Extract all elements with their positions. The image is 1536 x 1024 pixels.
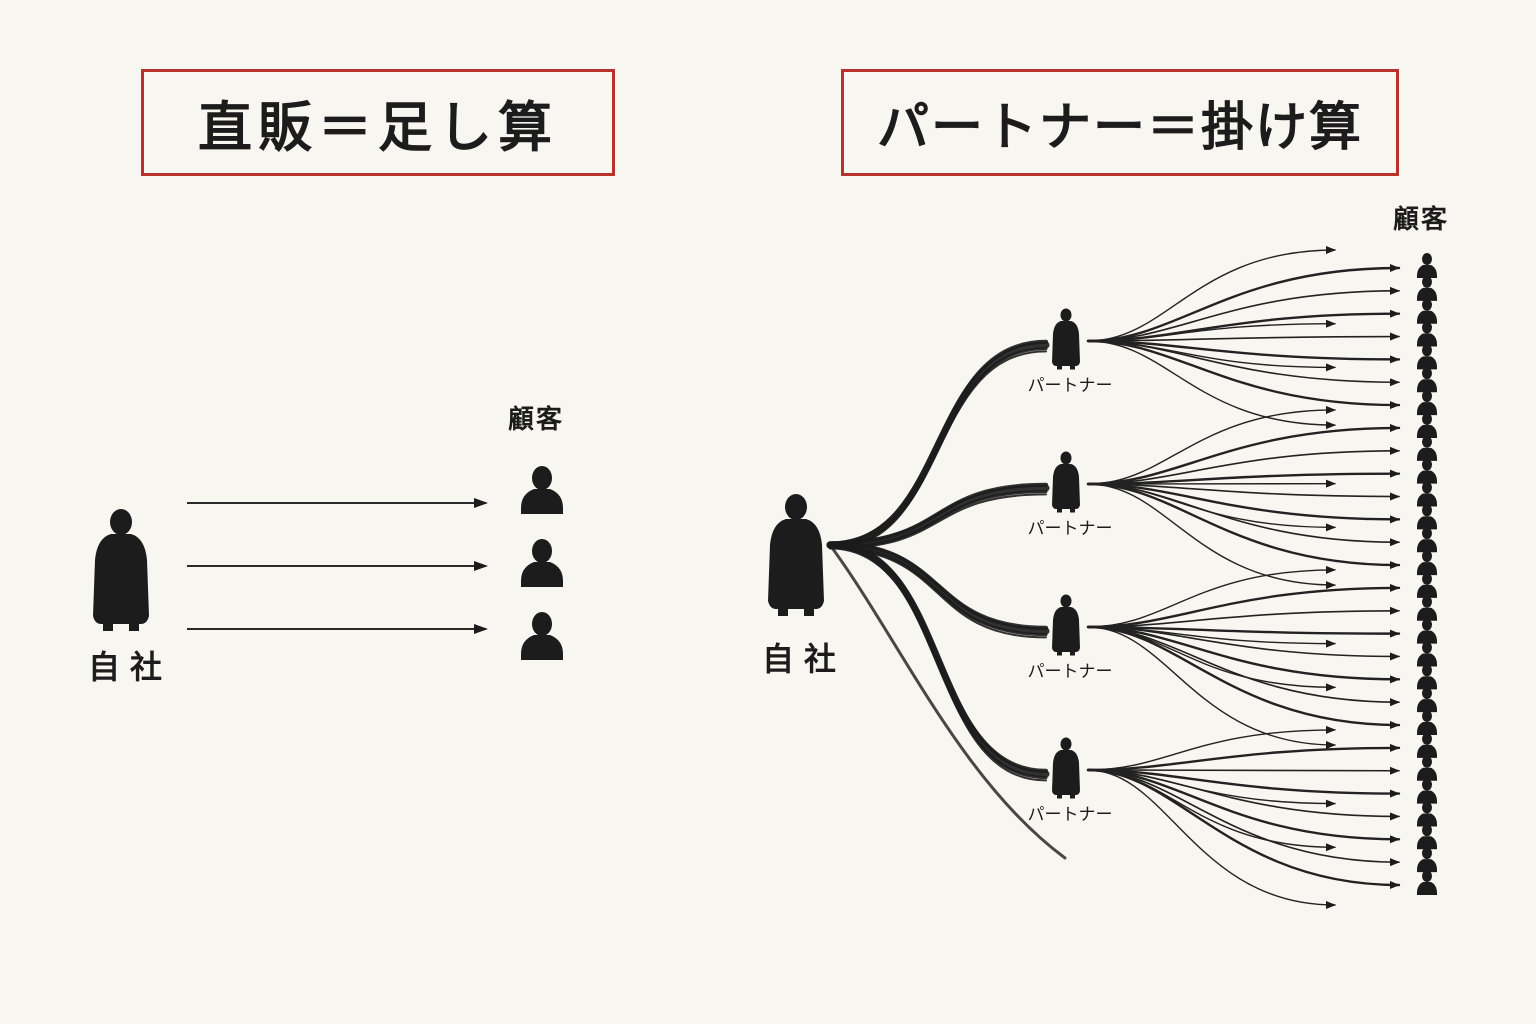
customer-figure-right — [1417, 687, 1437, 713]
customer-figure-right — [1417, 367, 1437, 393]
customer-figure-right — [1417, 527, 1437, 553]
customer-branch-arrow — [1087, 246, 1336, 342]
own-company-figure-left — [93, 509, 149, 631]
customer-figure-right — [1417, 732, 1437, 758]
partner-figure — [1052, 737, 1080, 799]
customer-branch-arrow — [1086, 339, 1401, 364]
customer-figure-left — [521, 612, 563, 660]
customer-branch-arrow — [1087, 769, 1336, 909]
customer-branch-arrow — [1086, 625, 1401, 684]
partner-figure — [1052, 451, 1080, 513]
partner-label: パートナー — [1028, 376, 1113, 396]
customer-branch-arrow — [1086, 768, 1401, 844]
customer-branch-arrow — [1086, 625, 1401, 730]
customer-branch-arrow — [1087, 626, 1336, 648]
customer-branch-arrow — [1087, 725, 1336, 771]
partner-label: パートナー — [1028, 519, 1113, 539]
customer-figure-right — [1417, 550, 1437, 576]
partner-label: パートナー — [1028, 805, 1113, 825]
customer-figure-right — [1417, 778, 1437, 804]
title-partner-sales: パートナー＝掛け算 — [841, 69, 1399, 176]
partner-link-stroke — [828, 541, 1048, 773]
customer-branch-arrow — [1086, 768, 1401, 798]
partner-link-stroke — [828, 541, 1048, 630]
customer-branch-arrow — [1086, 583, 1401, 629]
customer-figure-right — [1417, 595, 1437, 621]
customer-figure-left — [521, 539, 563, 587]
customer-label-right: 顧客 — [1393, 204, 1449, 235]
customer-branch-arrow — [1087, 340, 1336, 372]
customer-branch-arrow — [1087, 565, 1336, 628]
partner-figure — [1052, 308, 1080, 370]
customer-figure-right — [1417, 664, 1437, 690]
customer-figure-right — [1417, 298, 1437, 324]
customer-figure-right — [1417, 755, 1437, 781]
title-direct-sales: 直販＝足し算 — [141, 69, 615, 176]
partner-link-stroke — [828, 545, 1048, 780]
customer-branch-arrow — [1087, 769, 1336, 852]
customer-figure-right — [1417, 412, 1437, 438]
customer-figure-right — [1417, 801, 1437, 827]
customer-branch-arrow — [1087, 483, 1336, 590]
customer-figure-left — [521, 466, 563, 514]
customer-figure-right — [1417, 344, 1437, 370]
partner-figure — [1052, 594, 1080, 656]
customer-figure-right — [1417, 481, 1437, 507]
own-company-figure-right — [768, 494, 824, 616]
customer-figure-right — [1417, 275, 1437, 301]
own-company-label-left: 自社 — [88, 648, 172, 686]
direct-sales-diagram: 自社 顧客 — [88, 404, 564, 686]
customer-branch-arrow — [1087, 769, 1336, 808]
partner-node: パートナー — [1028, 308, 1113, 396]
partner-link-stroke — [829, 547, 1047, 782]
partner-node: パートナー — [1028, 737, 1113, 825]
customer-branch-arrow — [1087, 626, 1336, 692]
partner-link-stroke — [828, 347, 1048, 549]
customer-branch-arrow — [1087, 483, 1336, 532]
customer-figure-right — [1417, 504, 1437, 530]
partner-link-stroke — [826, 541, 1050, 635]
customer-branch-arrow — [1087, 405, 1336, 485]
customer-branch-arrow — [1087, 319, 1336, 342]
customer-branch-arrow — [1086, 339, 1401, 410]
customer-branch-arrow — [1086, 264, 1401, 343]
customer-figure-right — [1417, 572, 1437, 598]
customer-branch-arrow — [1087, 606, 1400, 628]
customer-branch-arrow — [1086, 743, 1401, 772]
partner-link-stroke — [828, 543, 1067, 860]
customer-figure-right — [1417, 641, 1437, 667]
customer-branch-arrow — [1087, 766, 1400, 775]
customer-figure-right — [1417, 253, 1437, 278]
partner-link-stroke — [828, 482, 1048, 546]
customer-branch-arrow — [1087, 340, 1336, 430]
customer-figure-right — [1417, 618, 1437, 644]
own-company-label-right: 自社 — [762, 640, 846, 678]
customer-figure-right — [1417, 390, 1437, 416]
customer-figure-right — [1417, 870, 1437, 895]
partner-link-stroke — [828, 490, 1048, 549]
customer-figure-right — [1417, 458, 1437, 484]
customer-label-left: 顧客 — [508, 404, 564, 435]
partner-link-stroke — [828, 339, 1048, 546]
customer-branch-arrow — [1086, 482, 1401, 570]
partner-node: パートナー — [1028, 451, 1113, 539]
customer-figure-right — [1417, 321, 1437, 347]
partner-link-stroke — [828, 545, 1048, 637]
partner-label: パートナー — [1028, 662, 1113, 682]
customer-branch-arrow — [1087, 626, 1336, 750]
partner-node: パートナー — [1028, 594, 1113, 682]
customer-figure-right — [1417, 435, 1437, 461]
customer-branch-arrow — [1086, 625, 1401, 638]
customer-branch-arrow — [1086, 482, 1401, 524]
customer-branch-arrow — [1086, 423, 1401, 486]
customer-figure-right — [1417, 847, 1437, 873]
customer-figure-right — [1417, 824, 1437, 850]
customer-figure-right — [1417, 710, 1437, 736]
